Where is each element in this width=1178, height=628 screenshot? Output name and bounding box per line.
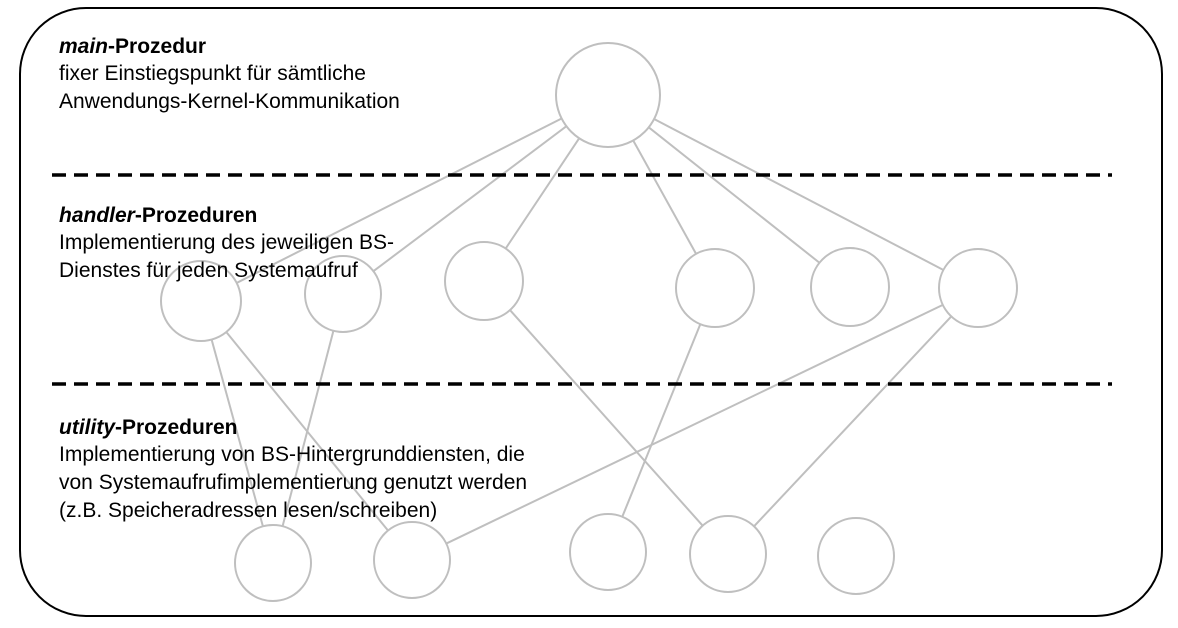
edge-handler-2-to-utility-1 [281, 330, 335, 527]
outer-border-rect [19, 7, 1163, 617]
node-handler-6[interactable] [938, 248, 1018, 328]
dividers-group [52, 173, 1112, 386]
node-handler-2[interactable] [304, 255, 382, 333]
edge-main-1-to-handler-4 [632, 139, 697, 255]
node-utility-2[interactable] [373, 521, 451, 599]
edge-handler-6-to-utility-2 [445, 303, 944, 545]
edges-group [210, 117, 953, 545]
node-handler-3[interactable] [444, 241, 524, 321]
layer-handler-title-emph: handler [59, 204, 135, 227]
edge-handler-6-to-utility-4 [753, 315, 953, 527]
layer-main: main-Prozedur fixer Einstiegspunkt für s… [59, 33, 400, 116]
layer-utility-desc-line-1: Implementierung von BS-Hintergrunddienst… [59, 443, 525, 466]
outer-border [19, 7, 1163, 617]
layer-utility-title: utility-Prozeduren [59, 414, 527, 441]
layer-utility: utility-Prozeduren Implementierung von B… [59, 414, 527, 525]
edge-main-1-to-handler-1 [236, 117, 563, 284]
layer-main-title-rest: -Prozedur [108, 35, 207, 58]
layer-handler-desc-line-2: Dienstes für jeden Systemaufruf [59, 259, 358, 282]
node-utility-4[interactable] [689, 515, 767, 593]
edge-main-1-to-handler-5 [648, 126, 821, 264]
layer-utility-title-emph: utility [59, 416, 115, 439]
node-handler-4[interactable] [675, 248, 755, 328]
edge-main-1-to-handler-3 [504, 137, 580, 250]
node-main-1[interactable] [555, 42, 661, 148]
layer-handler-title: handler-Prozeduren [59, 202, 394, 229]
node-utility-5[interactable] [817, 517, 895, 595]
layer-handler-title-rest: -Prozeduren [134, 204, 258, 227]
node-utility-1[interactable] [234, 524, 312, 602]
layer-utility-desc-line-2: von Systemaufrufimplementierung genutzt … [59, 471, 528, 494]
edge-main-1-to-handler-2 [372, 125, 568, 272]
layer-main-title-emph: main [59, 35, 109, 58]
node-handler-5[interactable] [810, 247, 890, 327]
edge-handler-4-to-utility-3 [621, 323, 702, 518]
layer-utility-title-rest: -Prozeduren [115, 416, 238, 439]
edge-main-1-to-handler-6 [653, 118, 944, 271]
edge-handler-3-to-utility-4 [509, 309, 704, 527]
edge-handler-1-to-utility-1 [210, 339, 264, 527]
layer-main-desc-line-1: fixer Einstiegspunkt für sämtliche [59, 62, 366, 85]
layer-main-title: main-Prozedur [59, 33, 400, 60]
layer-utility-desc-line-3: (z.B. Speicheradressen lesen/schreiben) [59, 499, 438, 522]
node-handler-1[interactable] [160, 260, 242, 342]
nodes-group [160, 42, 1018, 602]
layer-handler-desc-line-1: Implementierung des jeweiligen BS- [59, 231, 395, 254]
layer-handler: handler-Prozeduren Implementierung des j… [59, 202, 394, 285]
layer-main-desc-line-2: Anwendungs-Kernel-Kommunikation [59, 90, 400, 113]
node-utility-3[interactable] [569, 513, 647, 591]
